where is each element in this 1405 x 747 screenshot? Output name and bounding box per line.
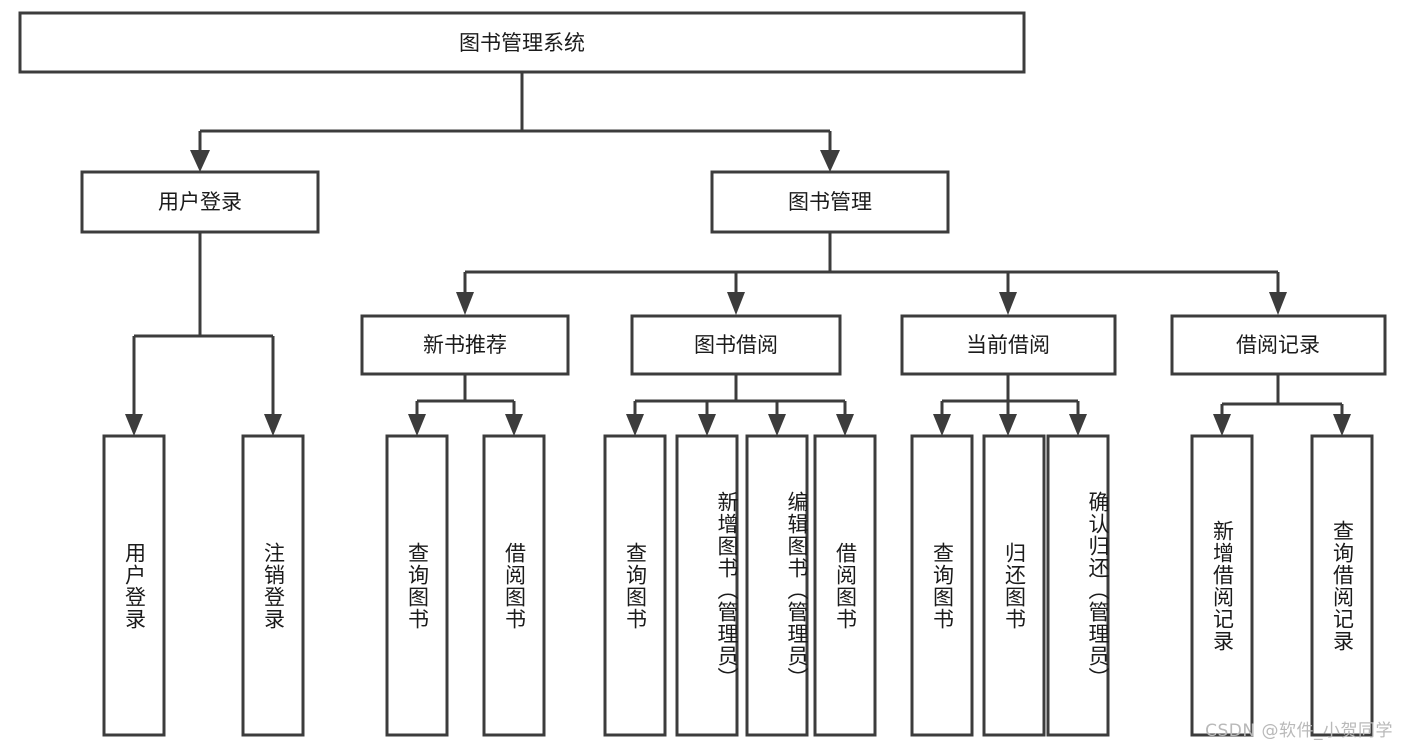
- node-label-new-book-recommend: 新书推荐: [423, 333, 507, 357]
- node-box-leaf-current-query[interactable]: [910, 434, 974, 737]
- node-borrow-record[interactable]: 借阅记录: [1170, 314, 1387, 376]
- arrow-head-bookborrow-leaf-4: [836, 414, 854, 436]
- arrow-head-currentborrow-leaf-1: [933, 414, 951, 436]
- arrow-head-book-borrow: [727, 292, 745, 315]
- arrow-head-newbook-leaf-1: [408, 414, 426, 436]
- node-box-leaf-record-query[interactable]: [1310, 434, 1374, 737]
- node-label-user-login: 用户登录: [158, 190, 242, 214]
- arrow-head-newbook-leaf-2: [505, 414, 523, 436]
- connector-group-current-borrow: [933, 374, 1087, 436]
- node-box-root[interactable]: [18, 11, 1026, 74]
- node-box-leaf-borrow-lend[interactable]: [813, 434, 877, 737]
- node-book-borrow[interactable]: 图书借阅: [630, 314, 842, 376]
- connector-group-new-book-recommend: [408, 374, 523, 436]
- node-box-borrow-record[interactable]: [1170, 314, 1387, 376]
- node-box-leaf-borrow-edit[interactable]: [745, 434, 809, 737]
- node-box-leaf-record-add[interactable]: [1190, 434, 1254, 737]
- arrow-head-new-book-recommend: [456, 292, 474, 315]
- arrow-head-currentborrow-leaf-2: [999, 414, 1017, 436]
- connector-group-user-login: [125, 232, 282, 436]
- node-label-book-borrow: 图书借阅: [694, 333, 778, 357]
- node-box-leaf-user-login[interactable]: [102, 434, 166, 737]
- node-user-login[interactable]: 用户登录: [80, 170, 320, 234]
- arrow-head-leaf-logout: [264, 414, 282, 436]
- csdn-watermark: CSDN @软件_小贺同学: [1205, 721, 1393, 741]
- node-box-leaf-borrow-query[interactable]: [603, 434, 667, 737]
- connector-group-book-borrow: [626, 374, 854, 436]
- node-label-book-manage: 图书管理: [788, 190, 872, 214]
- arrow-head-borrowrecord-leaf-1: [1213, 414, 1231, 436]
- arrow-head-borrow-record: [1269, 292, 1287, 315]
- node-box-book-borrow[interactable]: [630, 314, 842, 376]
- arrow-head-bookborrow-leaf-3: [768, 414, 786, 436]
- arrow-head-currentborrow-leaf-3: [1069, 414, 1087, 436]
- arrow-head-bookborrow-leaf-1: [626, 414, 644, 436]
- connector-group-book-manage: [456, 232, 1287, 315]
- node-root-system[interactable]: 图书管理系统: [18, 11, 1026, 74]
- arrow-head-current-borrow: [999, 292, 1017, 315]
- arrow-head-borrowrecord-leaf-2: [1333, 414, 1351, 436]
- node-label-current-borrow: 当前借阅: [966, 333, 1050, 357]
- node-new-book-recommend[interactable]: 新书推荐: [360, 314, 570, 376]
- connector-group-borrow-record: [1213, 374, 1351, 436]
- node-book-manage[interactable]: 图书管理: [710, 170, 950, 234]
- node-label-borrow-record: 借阅记录: [1236, 333, 1320, 357]
- arrow-head-bookborrow-leaf-2: [698, 414, 716, 436]
- node-label-root: 图书管理系统: [459, 31, 585, 55]
- connector-group-root: [190, 72, 840, 172]
- node-box-user-login[interactable]: [80, 170, 320, 234]
- node-box-book-manage[interactable]: [710, 170, 950, 234]
- node-box-leaf-logout[interactable]: [241, 434, 305, 737]
- node-box-leaf-newbook-borrow[interactable]: [482, 434, 546, 737]
- node-box-new-book-recommend[interactable]: [360, 314, 570, 376]
- node-box-current-borrow[interactable]: [900, 314, 1117, 376]
- node-box-leaf-current-return[interactable]: [982, 434, 1046, 737]
- node-box-leaf-newbook-query[interactable]: [385, 434, 449, 737]
- node-current-borrow[interactable]: 当前借阅: [900, 314, 1117, 376]
- arrow-head-book-manage: [820, 150, 840, 172]
- arrow-head-leaf-user-login: [125, 414, 143, 436]
- node-box-leaf-borrow-add[interactable]: [675, 434, 739, 737]
- node-box-leaf-current-confirm[interactable]: [1046, 434, 1110, 737]
- arrow-head-user-login: [190, 150, 210, 172]
